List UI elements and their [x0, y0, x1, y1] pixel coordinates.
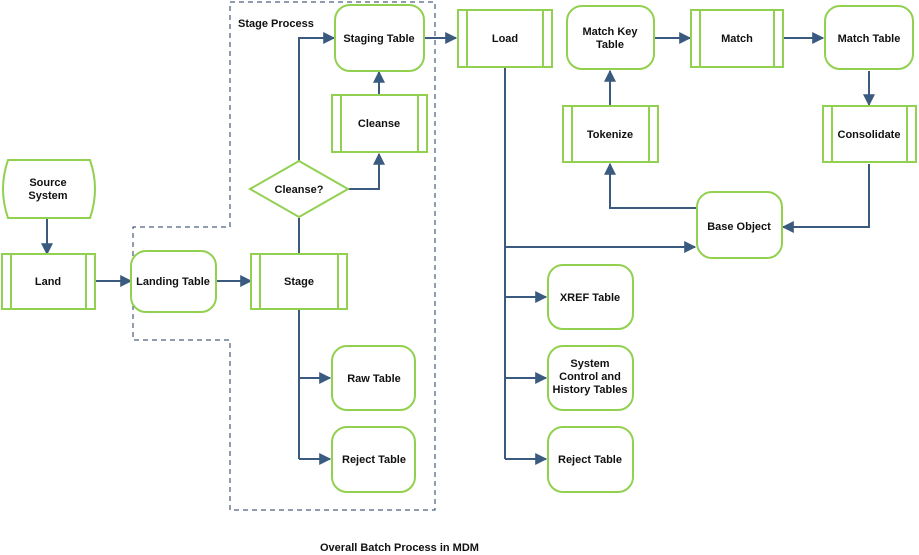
node-cleanse-label: Cleanse — [358, 118, 400, 130]
node-match-key-table-label-line-2: Table — [596, 39, 624, 51]
stage-process-label: Stage Process — [238, 18, 314, 30]
node-reject-table-load: Reject Table — [547, 426, 634, 493]
node-system-control-history-label-line-3: History Tables — [553, 384, 628, 396]
edge-base-to-tokenize — [604, 162, 697, 209]
edge-consolidate-to-base — [781, 164, 870, 233]
node-raw-table: Raw Table — [331, 345, 416, 411]
diagram-caption: Overall Batch Process in MDM — [320, 542, 479, 554]
node-stage-label: Stage — [284, 276, 314, 288]
node-reject-table-stage-label: Reject Table — [342, 454, 406, 466]
node-xref-table-label: XREF Table — [560, 292, 620, 304]
node-match-label: Match — [721, 33, 753, 45]
node-staging-table-label: Staging Table — [343, 33, 414, 45]
node-load-label: Load — [492, 33, 518, 45]
node-stage: Stage — [250, 253, 348, 310]
node-source-system: Source System — [2, 159, 96, 219]
node-match-key-table-label-line-1: Match Key — [582, 26, 638, 38]
node-landing-table: Landing Table — [130, 250, 217, 313]
node-base-object: Base Object — [696, 191, 783, 259]
node-system-control-history-label-line-1: System — [570, 358, 609, 370]
node-raw-table-label: Raw Table — [347, 373, 401, 385]
node-tokenize: Tokenize — [562, 105, 659, 163]
node-load: Load — [457, 9, 553, 68]
node-base-object-label: Base Object — [707, 221, 771, 233]
node-match-key-table: Match Key Table — [566, 5, 655, 70]
edge-decision-to-staging — [298, 32, 336, 162]
node-consolidate-label: Consolidate — [838, 129, 901, 141]
node-match-table: Match Table — [824, 5, 914, 70]
node-cleanse-decision: Cleanse? — [247, 159, 351, 219]
node-cleanse: Cleanse — [331, 94, 428, 153]
node-source-system-label-line-2: System — [28, 190, 67, 202]
node-land: Land — [1, 253, 96, 310]
node-reject-table-load-label: Reject Table — [558, 454, 622, 466]
edge-decision-to-cleanse — [348, 152, 385, 190]
edges — [41, 32, 875, 465]
node-reject-table-stage: Reject Table — [331, 426, 416, 493]
node-system-control-history: System Control and History Tables — [547, 345, 634, 411]
node-source-system-label-line-1: Source — [29, 177, 66, 189]
node-xref-table: XREF Table — [547, 264, 634, 330]
node-cleanse-decision-label: Cleanse? — [275, 184, 324, 196]
node-match: Match — [690, 9, 784, 68]
node-match-table-label: Match Table — [838, 33, 901, 45]
node-tokenize-label: Tokenize — [587, 129, 633, 141]
stage-process-region — [132, 1, 436, 511]
node-system-control-history-label-line-2: Control and — [559, 371, 621, 383]
node-landing-table-label: Landing Table — [136, 276, 210, 288]
node-staging-table: Staging Table — [334, 4, 425, 72]
node-consolidate: Consolidate — [822, 105, 917, 163]
node-land-label: Land — [35, 276, 61, 288]
